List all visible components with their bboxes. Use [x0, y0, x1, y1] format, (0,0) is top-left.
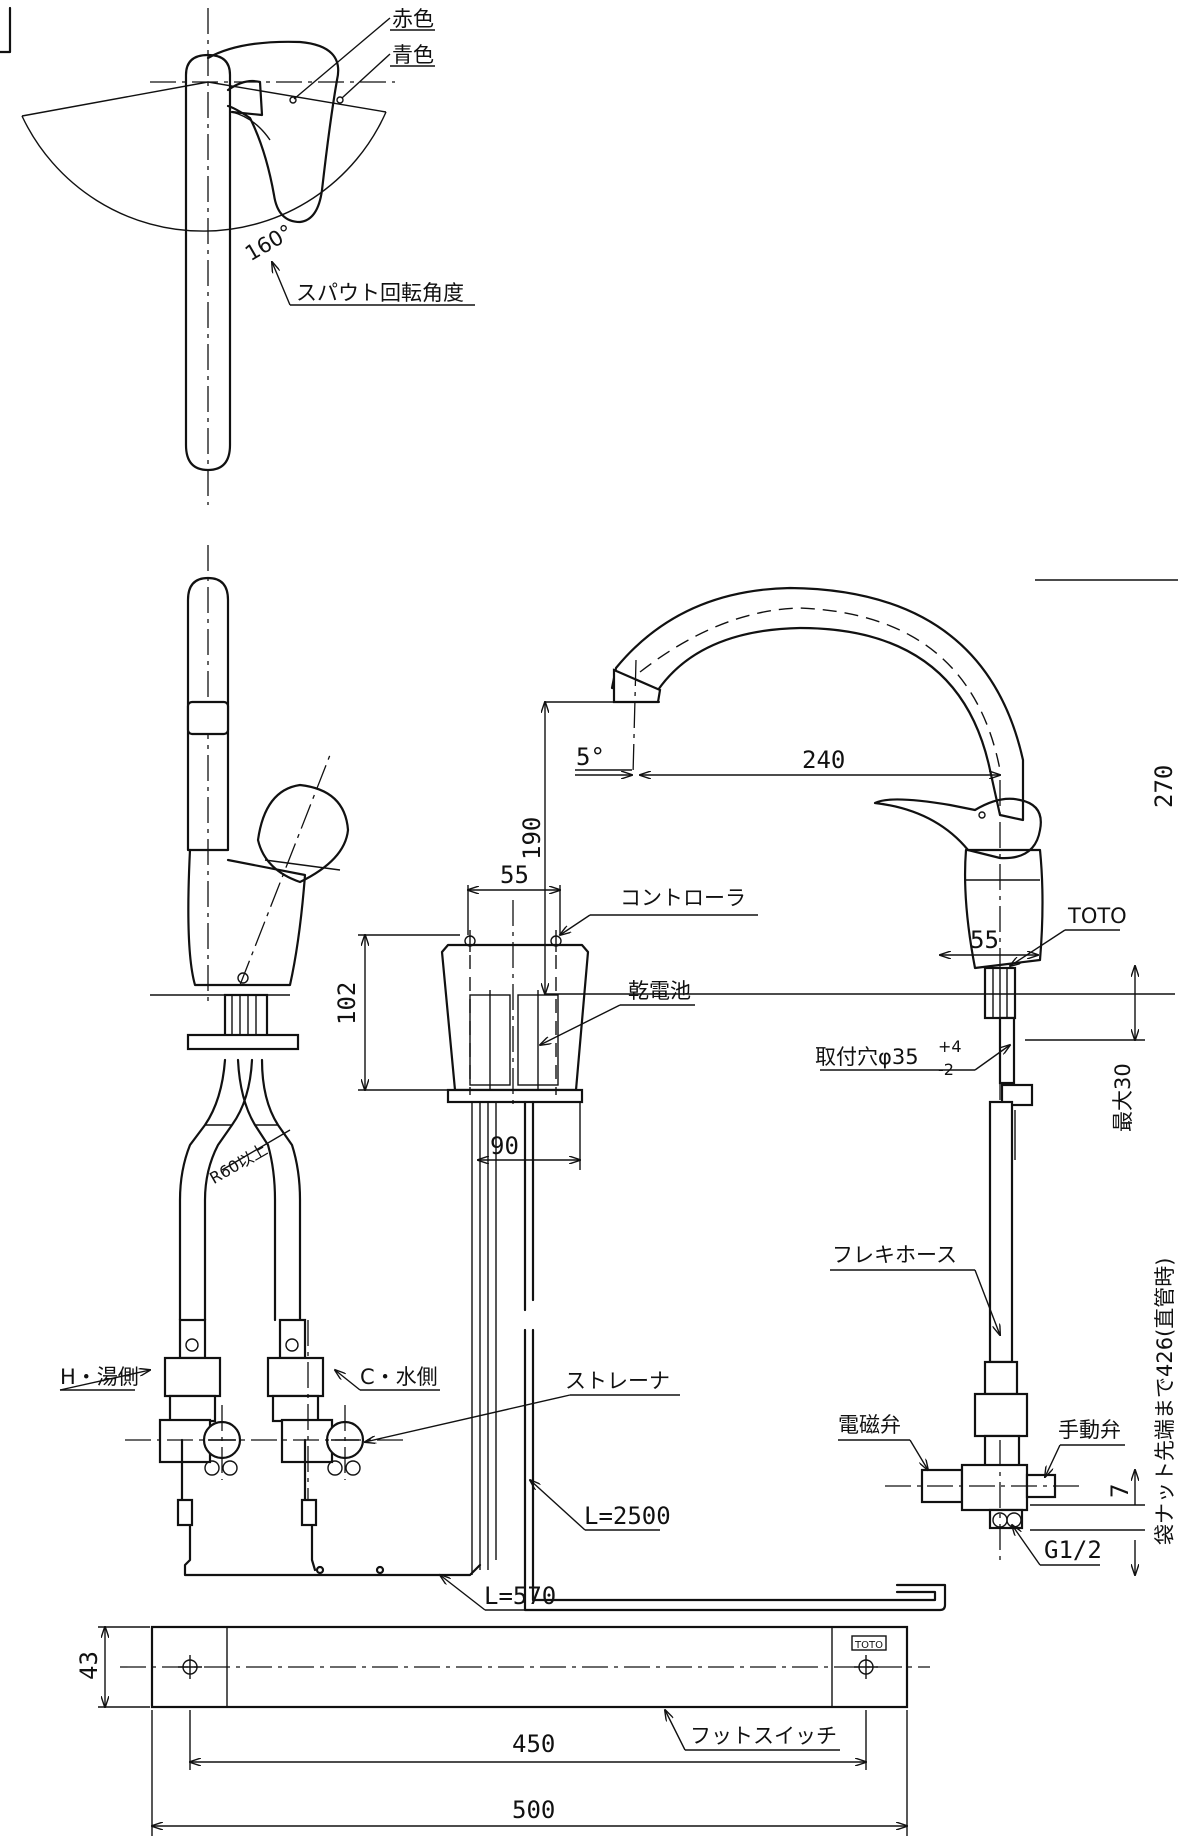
manual-valve-label: 手動弁	[1058, 1418, 1121, 1442]
mount-hole-label: 取付穴φ35	[815, 1045, 919, 1069]
dim-500: 500	[512, 1796, 555, 1824]
l570-label: L=570	[484, 1582, 556, 1610]
red-label: 赤色	[392, 7, 434, 31]
dim-55-controller: 55	[500, 861, 529, 889]
controller-box: 55 102 90 コントローラ 乾電池 L=2500	[333, 861, 947, 1612]
g12-label: G1/2	[1044, 1536, 1102, 1564]
dim-5deg: 5°	[576, 743, 605, 771]
solenoid-valve-label: 電磁弁	[838, 1413, 901, 1437]
cold-side-label: C・水側	[360, 1365, 438, 1389]
dim-240: 240	[802, 746, 845, 774]
front-view: R60以上 H・湯側 C・水側	[59, 545, 680, 1611]
dim-450: 450	[512, 1730, 555, 1758]
toto-small-label: TOTO	[854, 1640, 883, 1651]
controller-label: コントローラ	[620, 886, 746, 910]
dim-43: 43	[75, 1651, 103, 1680]
dim-90: 90	[490, 1132, 519, 1160]
max30-label: 最大30	[1111, 1063, 1135, 1132]
flex-hose-label: フレキホース	[832, 1243, 957, 1267]
dim-270: 270	[1150, 765, 1178, 808]
dim-190: 190	[518, 817, 546, 860]
mount-hole-tol-plus: +4	[938, 1037, 962, 1056]
dim-102: 102	[333, 982, 361, 1025]
hot-side-label: H・湯側	[60, 1365, 139, 1389]
foot-switch: TOTO 43 フットスイッチ 450 500	[75, 1625, 930, 1836]
foot-switch-label: フットスイッチ	[690, 1724, 837, 1748]
toto-label: TOTO	[1067, 904, 1127, 928]
bag-nut-label: 袋ナット先端まで426(直管時)	[1153, 1258, 1177, 1545]
battery-label: 乾電池	[628, 979, 691, 1003]
angle-label: 160°	[241, 220, 297, 266]
strainer-label: ストレーナ	[565, 1369, 670, 1393]
side-view: 190 240 5° 270 55 TOTO 取付穴φ35 +4 -2 最大30…	[518, 579, 1178, 1575]
l2500-label: L=2500	[584, 1502, 671, 1530]
mount-hole-tol-minus: -2	[938, 1060, 954, 1079]
spout-rotation-label: スパウト回転角度	[296, 281, 464, 305]
dim-55-base: 55	[970, 926, 999, 954]
top-view: 赤色 青色 160° スパウト回転角度	[0, 6, 475, 505]
dim-7: 7	[1106, 1484, 1134, 1498]
blue-label: 青色	[392, 43, 434, 67]
